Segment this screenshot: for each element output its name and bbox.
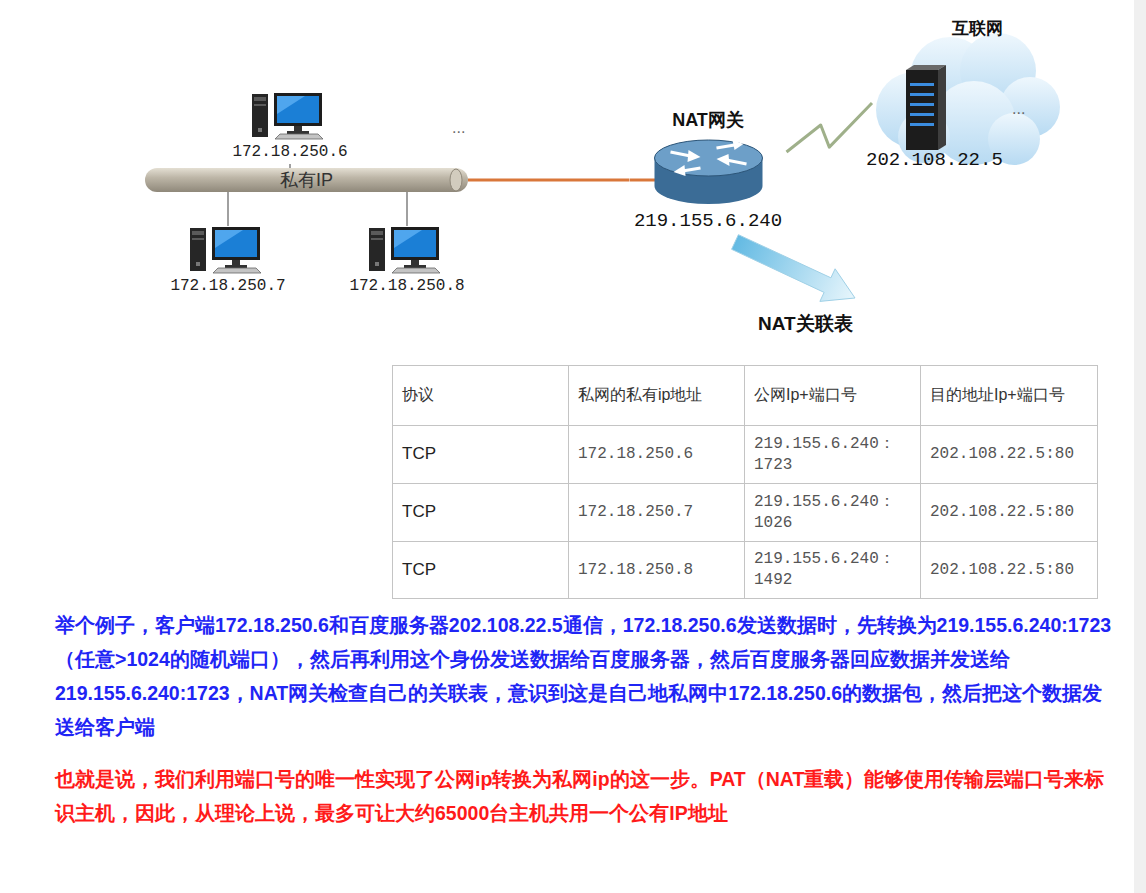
scrollbar-strip	[1134, 0, 1146, 893]
lan-drop-line	[289, 164, 291, 168]
explanation-block: 举个例子，客户端172.18.250.6和百度服务器202.108.22.5通信…	[55, 608, 1115, 830]
ip-address-label-slot: 172.18.250.6	[229, 142, 351, 162]
pc-icon	[188, 226, 268, 274]
pc-icon	[367, 226, 447, 274]
ellipsis-mark: ...	[452, 118, 465, 137]
ellipsis-mark-slot: ...	[452, 118, 465, 137]
wan-lightning-link	[787, 103, 873, 152]
cell-text: 172.18.250.7	[578, 502, 693, 523]
cell-text: 202.108.22.5:80	[930, 444, 1074, 465]
nat-table: 协议 私网的私有ip地址 公网Ip+端口号 目的地址Ip+端口号 TCP 172.18.2…	[392, 365, 1098, 599]
nat-gateway-router: NAT网关 219.155.6.240	[630, 110, 787, 233]
table-header-cell: 公网Ip+端口号	[745, 366, 921, 426]
cell-text: 202.108.22.5:80	[930, 502, 1074, 523]
ellipsis-mark: ...	[1012, 99, 1025, 118]
header-text: 私网的私有ip地址	[578, 385, 702, 406]
internet-label: 互联网	[952, 19, 1003, 39]
ip-address-label-slot: 172.18.250.8	[346, 276, 468, 296]
gateway-ip-slot: 219.155.6.240	[630, 210, 787, 233]
table-cell: 219.155.6.240：1026	[745, 484, 921, 542]
internet-label-slot: 互联网	[952, 19, 1003, 39]
table-cell: 202.108.22.5:80	[921, 426, 1098, 484]
uplink-line	[468, 179, 630, 182]
cell-text: TCP	[402, 443, 436, 465]
ip-address-label-slot: 172.18.250.7	[167, 276, 289, 296]
cell-text: 219.155.6.240：1492	[754, 549, 911, 591]
pc-icon	[250, 92, 330, 140]
lan-drop-line	[227, 192, 229, 226]
header-text: 公网Ip+端口号	[754, 385, 857, 406]
lan-drop-line	[406, 192, 408, 226]
table-cell: 202.108.22.5:80	[921, 484, 1098, 542]
table-cell: 219.155.6.240：1492	[745, 542, 921, 599]
table-cell: 172.18.250.6	[569, 426, 745, 484]
cell-text: 172.18.250.6	[578, 444, 693, 465]
table-title: NAT关联表	[758, 313, 853, 336]
gateway-name: NAT网关	[672, 110, 744, 132]
gateway-ip: 219.155.6.240	[634, 210, 782, 233]
example-paragraph: 举个例子，客户端172.18.250.6和百度服务器202.108.22.5通信…	[55, 608, 1115, 744]
table-header-cell: 目的地址Ip+端口号	[921, 366, 1098, 426]
server-ip-label: 202.108.22.5	[866, 149, 1003, 172]
conclusion-paragraph: 也就是说，我们利用端口号的唯一性实现了公网ip转换为私网ip的这一步。PAT（N…	[55, 762, 1115, 830]
gateway-name-slot: NAT网关	[630, 110, 787, 132]
cell-text: TCP	[402, 559, 436, 581]
ip-address-label: 172.18.250.7	[170, 277, 285, 296]
ip-address-label: 172.18.250.8	[349, 277, 464, 296]
table-cell: 172.18.250.7	[569, 484, 745, 542]
pc-node: 172.18.250.7	[167, 226, 289, 298]
lan-bus-band: 私有IP	[145, 168, 468, 192]
table-cell: TCP	[393, 484, 569, 542]
table-cell: 202.108.22.5:80	[921, 542, 1098, 599]
bus-label: 私有IP	[280, 171, 333, 189]
cell-text: 172.18.250.8	[578, 560, 693, 581]
table-title-slot: NAT关联表	[758, 313, 853, 336]
cell-text: TCP	[402, 501, 436, 523]
table-header-cell: 私网的私有ip地址	[569, 366, 745, 426]
cell-text: 219.155.6.240：1723	[754, 434, 911, 476]
table-cell: TCP	[393, 542, 569, 599]
cell-text: 202.108.22.5:80	[930, 560, 1074, 581]
router-icon	[630, 136, 787, 208]
header-text: 协议	[402, 385, 434, 406]
cell-text: 219.155.6.240：1026	[754, 492, 911, 534]
bus-label-slot: 私有IP	[145, 168, 468, 192]
header-text: 目的地址Ip+端口号	[930, 385, 1065, 406]
ip-address-label: 172.18.250.6	[232, 143, 347, 162]
table-cell: TCP	[393, 426, 569, 484]
server-ip-label-slot: 202.108.22.5	[866, 149, 1003, 172]
pc-node: 172.18.250.8	[346, 226, 468, 298]
table-cell: 219.155.6.240：1723	[745, 426, 921, 484]
private-network-ellipse: ... 172.18.250.6 私有IP 172.18.250.7 172.18.25…	[30, 62, 612, 335]
internet-cloud: 互联网... 202.108.22.5	[862, 15, 1062, 180]
table-cell: 172.18.250.8	[569, 542, 745, 599]
pc-node: 172.18.250.6	[229, 92, 351, 164]
ellipsis-mark-slot: ...	[1012, 99, 1025, 118]
table-header-cell: 协议	[393, 366, 569, 426]
